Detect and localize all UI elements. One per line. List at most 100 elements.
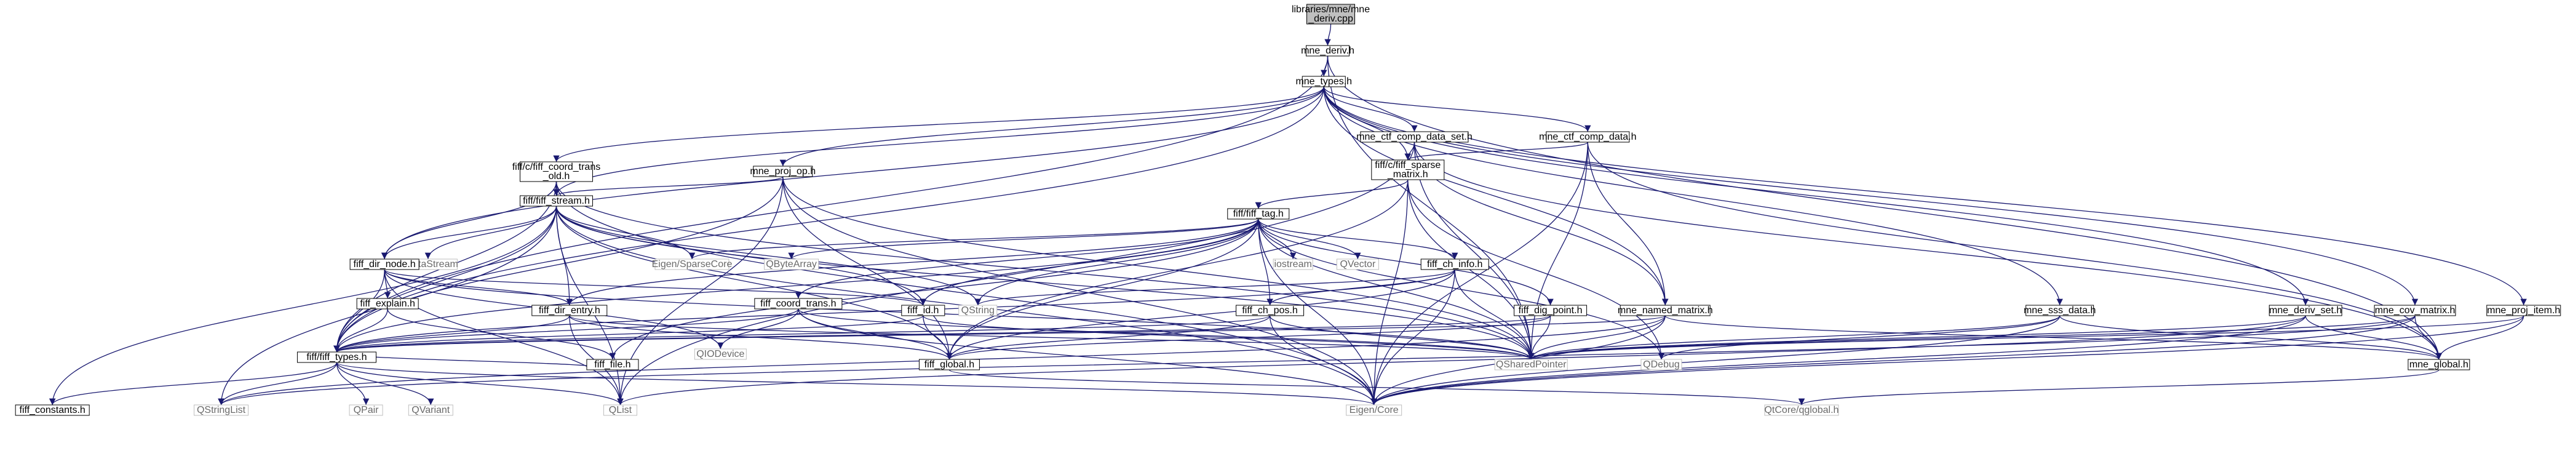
edge-fiff_stream_h-to-qsharedpointer	[555, 206, 1535, 360]
edge-fiff_tag_h-to-fiff_dig_point_h	[1258, 218, 1554, 306]
node-mne-types-h[interactable]: mne_types.h	[1295, 76, 1352, 87]
node-label: QString	[961, 305, 995, 316]
node-fiff-constants-h[interactable]: fiff_constants.h	[15, 404, 90, 416]
node-mne-deriv-h[interactable]: mne_deriv.h	[1301, 45, 1354, 57]
edge-fiff_coord_trans_old_h-to-qsharedpointer	[555, 181, 1535, 360]
edge-fiff_coord_trans_old_h-to-fiff_dir_node_h	[381, 181, 557, 260]
node-box	[1514, 305, 1588, 316]
node-mne-proj-op-h[interactable]: mne_proj_op.h	[750, 166, 816, 177]
node-mne-named-matrix-h[interactable]: mne_named_matrix.h	[1618, 305, 1713, 316]
node-qstringlist: QStringList	[194, 404, 249, 416]
node-box	[1336, 258, 1379, 270]
edge-fiff_tag_h-to-iostream	[1258, 218, 1297, 260]
edge-mne_named_matrix_h-to-fiff_types_h	[334, 315, 1666, 353]
edge-mne_proj_op_h-to-fiff_types_h	[333, 176, 784, 353]
node-box	[754, 298, 843, 310]
node-fiff-id-h[interactable]: fiff_id.h	[901, 305, 945, 316]
node-mne-deriv-set-h[interactable]: mne_deriv_set.h	[2268, 305, 2342, 316]
edge-mne_sss_data_h-to-eigen_core	[1370, 315, 2061, 406]
node-label: QPair	[354, 405, 380, 415]
node-label: mne_proj_item.h	[2487, 305, 2560, 316]
node-label: fiff_id.h	[907, 305, 939, 316]
node-label: mne_deriv.h	[1301, 46, 1354, 56]
edge-fiff_tag_h-to-eigen_sparsecore	[689, 218, 1259, 260]
node-label: QByteArray	[766, 259, 817, 270]
node-mne-cov-matrix-h[interactable]: mne_cov_matrix.h	[2374, 305, 2456, 316]
edge-fiff_sparse_matrix_h-to-eigen_core	[1370, 179, 1409, 406]
node-box	[1494, 359, 1568, 370]
node-qiodevice: QIODevice	[694, 348, 747, 360]
node-fiff-dig-point-h[interactable]: fiff_dig_point.h	[1514, 305, 1588, 316]
node-label: fiff/c/fiff_sparse	[1375, 160, 1441, 170]
edge-fiff_stream_h-to-fiff_global_h	[555, 206, 953, 360]
node-label: fiff_coord_trans.h	[760, 298, 836, 309]
node-fiff-ch-info-h[interactable]: fiff_ch_info.h	[1420, 258, 1489, 270]
edge-fiff_types_h-to-qpair	[336, 362, 370, 406]
node-mne-ctf-comp-data-set-h[interactable]: mne_ctf_comp_data_set.h	[1356, 131, 1473, 143]
node-box	[15, 404, 90, 416]
node-fiff-global-h[interactable]: fiff_global.h	[918, 359, 980, 370]
node-iostream: iostream	[1273, 258, 1313, 270]
node-fiff-file-h[interactable]: fiff_file.h	[586, 359, 639, 370]
node-label: fiff_dig_point.h	[1519, 305, 1583, 316]
node-box	[194, 404, 249, 416]
edge-mne_deriv_set_h-to-qsharedpointer	[1528, 315, 2306, 360]
node-fiff-coord-trans-old-h[interactable]: fiff/c/fiff_coord_trans_old.h	[512, 161, 600, 182]
node-label: fiff_file.h	[594, 359, 630, 370]
edge-fiff_dir_node_h-to-fiff_types_h	[333, 269, 385, 353]
edge-mne_ctf_comp_data_h-to-mne_named_matrix_h	[1587, 142, 1669, 306]
edge-fiff_types_h-to-qstringlist	[218, 362, 338, 406]
edge-fiff_coord_trans_h-to-fiff_types_h	[333, 308, 799, 353]
node-fiff-dir-node-h[interactable]: fiff_dir_node.h	[349, 258, 419, 270]
edge-fiff_tag_h-to-fiff_dir_entry_h	[566, 218, 1259, 306]
node-label: _matrix.h	[1387, 169, 1428, 180]
node-box	[1306, 45, 1350, 57]
edge-fiff_tag_h-to-qbytearray	[788, 218, 1259, 260]
node-qvector: QVector	[1336, 258, 1379, 270]
edge-fiff_ch_pos_h-to-fiff_types_h	[333, 315, 1271, 353]
edge-fiff_sparse_matrix_h-to-fiff_global_h	[946, 179, 1409, 360]
edge-mne_ctf_comp_data_h-to-qsharedpointer	[1528, 142, 1588, 360]
edge-mne_deriv_set_h-to-mne_global_h	[2305, 315, 2443, 360]
node-box	[2268, 305, 2342, 316]
node-fiff-sparse-matrix-h[interactable]: fiff/c/fiff_sparse_matrix.h	[1371, 159, 1445, 180]
edge-fiff_id_h-to-fiff_types_h	[333, 315, 924, 353]
edge-mne_deriv_h-to-mne_global_h	[1327, 55, 2443, 360]
node-label: mne_ctf_comp_data_set.h	[1356, 132, 1473, 142]
edge-mne_types_h-to-mne_cov_matrix_h	[1323, 86, 2419, 306]
edge-fiff_tag_h-to-fiff_file_h	[609, 218, 1259, 360]
edge-fiff_types_h-to-fiff_constants_h	[49, 362, 338, 406]
node-fiff-dir-entry-h[interactable]: fiff_dir_entry.h	[531, 305, 608, 316]
node-fiff-types-h[interactable]: fiff/fiff_types.h	[296, 351, 376, 363]
edge-fiff_dir_node_h-to-fiff_id_h	[384, 269, 926, 306]
node-box	[2374, 305, 2456, 316]
node-mne-proj-item-h[interactable]: mne_proj_item.h	[2486, 305, 2561, 316]
edge-mne_types_h-to-mne_ctf_comp_data_set_h	[1323, 86, 1418, 132]
edge-fiff_sparse_matrix_h-to-fiff_tag_h	[1255, 179, 1409, 209]
node-root[interactable]: libraries/mne/mne_deriv.cpp	[1292, 4, 1370, 25]
node-fiff-tag-h[interactable]: fiff/fiff_tag.h	[1227, 208, 1290, 220]
node-mne-sss-data-h[interactable]: mne_sss_data.h	[2024, 305, 2096, 316]
edge-fiff_dig_point_h-to-fiff_global_h	[946, 315, 1551, 360]
node-label: mne_ctf_comp_data.h	[1539, 132, 1636, 142]
edge-fiff_coord_trans_h-to-qiodevice	[717, 308, 799, 350]
edge-fiff_id_h-to-qsharedpointer	[923, 315, 1535, 360]
node-label: fiff/fiff_tag.h	[1233, 209, 1284, 219]
node-eigen-core: Eigen/Core	[1346, 404, 1402, 416]
node-fiff-stream-h[interactable]: fiff/fiff_stream.h	[519, 195, 593, 207]
node-box	[1273, 258, 1313, 270]
node-box	[1546, 131, 1630, 143]
node-label: fiff/c/fiff_coord_trans	[512, 162, 600, 172]
edge-mne_deriv_h-to-fiff_types_h	[333, 55, 1329, 353]
node-fiff-explain-h[interactable]: fiff_explain.h	[356, 298, 419, 310]
edge-mne_named_matrix_h-to-mne_global_h	[1664, 315, 2442, 360]
node-label: QStringList	[197, 405, 246, 415]
edge-mne_named_matrix_h-to-qsharedpointer	[1528, 315, 1666, 360]
node-fiff-ch-pos-h[interactable]: fiff_ch_pos.h	[1236, 305, 1305, 316]
node-label: QSharedPointer	[1496, 359, 1567, 370]
node-mne-ctf-comp-data-h[interactable]: mne_ctf_comp_data.h	[1539, 131, 1636, 143]
node-mne-global-h[interactable]: mne_global.h	[2407, 359, 2470, 370]
node-box	[694, 348, 747, 360]
node-fiff-coord-trans-h[interactable]: fiff_coord_trans.h	[754, 298, 843, 310]
node-box	[1306, 4, 1356, 25]
